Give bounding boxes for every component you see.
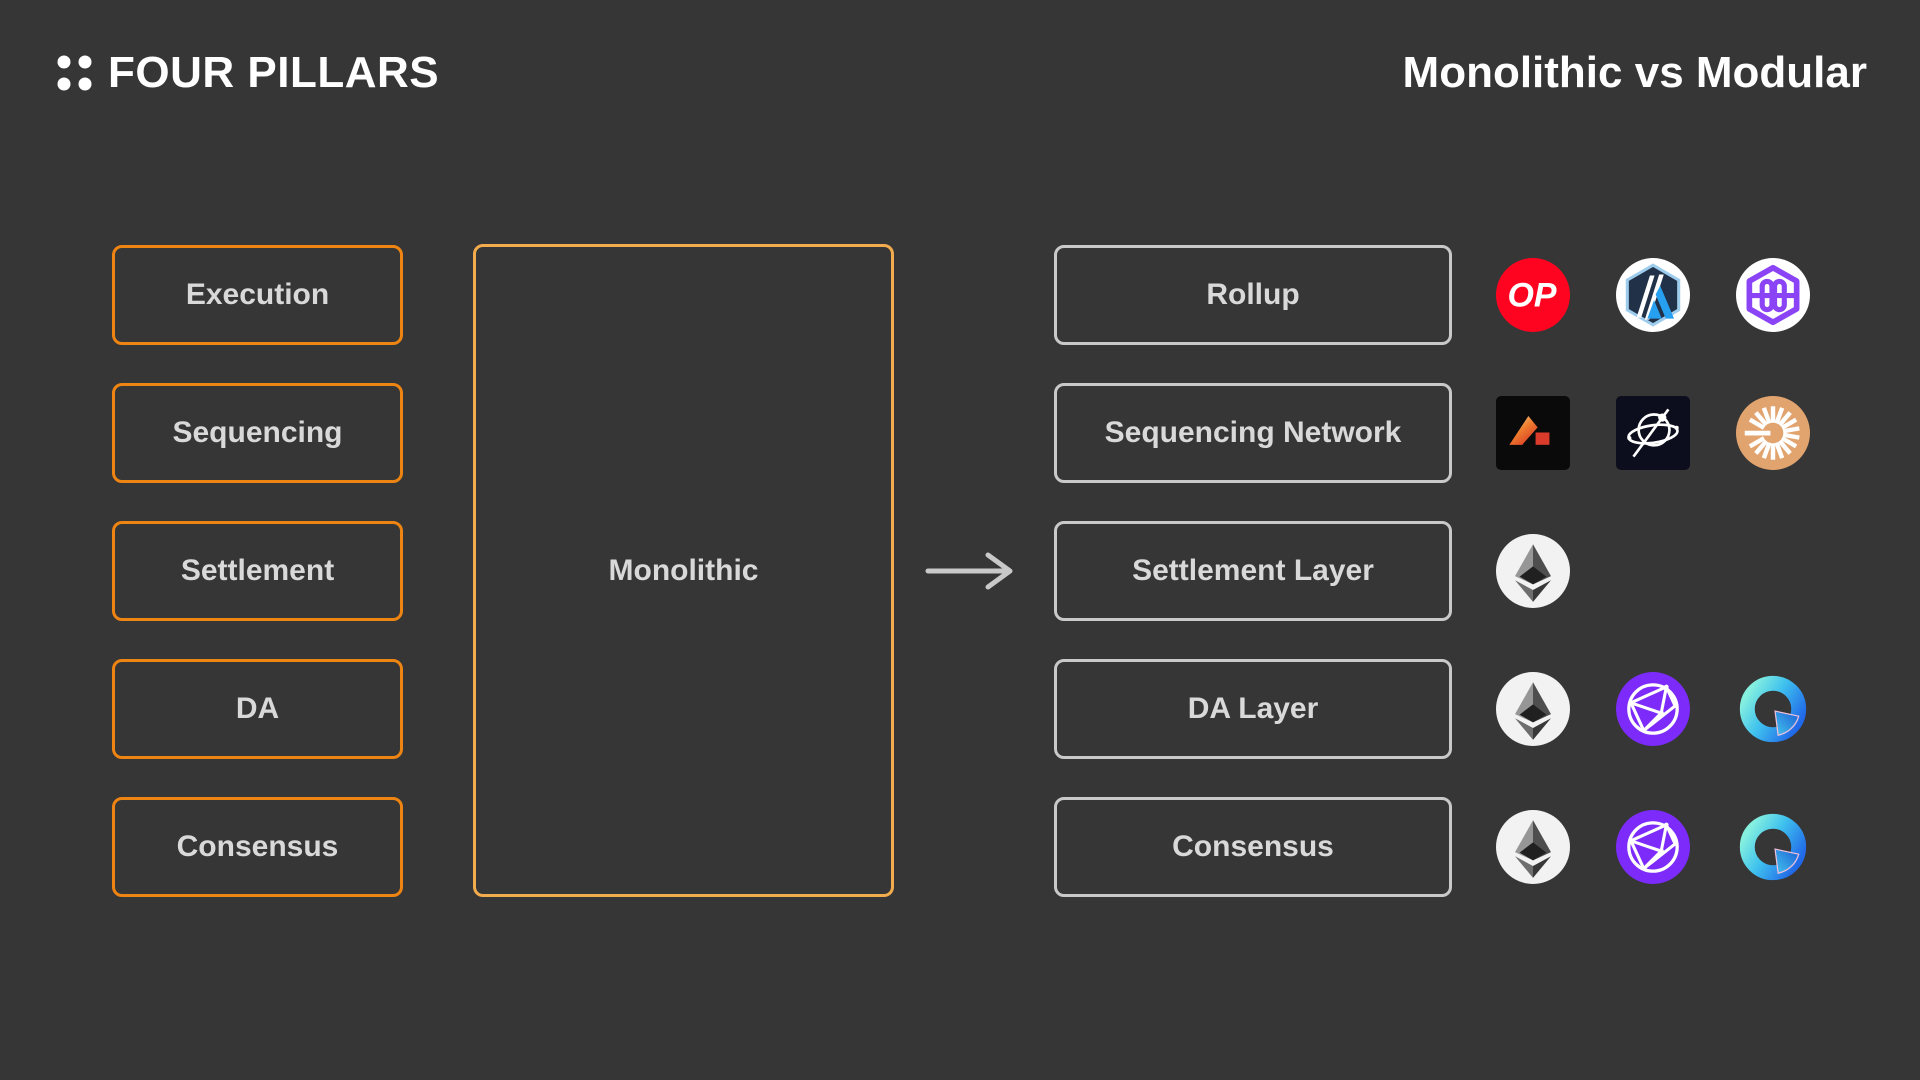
modular-box-settlement-layer: Settlement Layer (1054, 521, 1452, 621)
arrow-right-icon (925, 552, 1013, 590)
page-title: Monolithic vs Modular (1402, 48, 1867, 97)
radius-logo (1736, 396, 1810, 470)
celestia-logo (1616, 672, 1690, 746)
modular-box-sequencing-network: Sequencing Network (1054, 383, 1452, 483)
avail-logo (1736, 810, 1810, 884)
modular-box-consensus: Consensus (1054, 797, 1452, 897)
pillar-box-da: DA (112, 659, 403, 759)
hexagon-knot-logo (1736, 258, 1810, 332)
pillar-box-execution: Execution (112, 245, 403, 345)
brand-text: FOUR PILLARS (108, 48, 440, 97)
sequencing-network-logos (1496, 383, 1920, 483)
optimism-logo (1496, 258, 1570, 332)
ethereum-logo (1496, 672, 1570, 746)
modular-box-rollup: Rollup (1054, 245, 1452, 345)
rollup-logos (1496, 245, 1920, 345)
arbitrum-logo (1616, 258, 1690, 332)
ethereum-logo (1496, 810, 1570, 884)
pillar-box-consensus: Consensus (112, 797, 403, 897)
brand: FOUR PILLARS (57, 45, 439, 101)
four-dots-icon (57, 55, 92, 91)
settlement-layer-logos (1496, 521, 1920, 621)
celestia-logo (1616, 810, 1690, 884)
consensus-logos (1496, 797, 1920, 897)
astria-logo (1496, 396, 1570, 470)
pillar-box-sequencing: Sequencing (112, 383, 403, 483)
avail-logo (1736, 672, 1810, 746)
pillar-box-settlement: Settlement (112, 521, 403, 621)
monolithic-box: Monolithic (473, 244, 894, 897)
da-layer-logos (1496, 659, 1920, 759)
ethereum-logo (1496, 534, 1570, 608)
espresso-logo (1616, 396, 1690, 470)
modular-box-da-layer: DA Layer (1054, 659, 1452, 759)
